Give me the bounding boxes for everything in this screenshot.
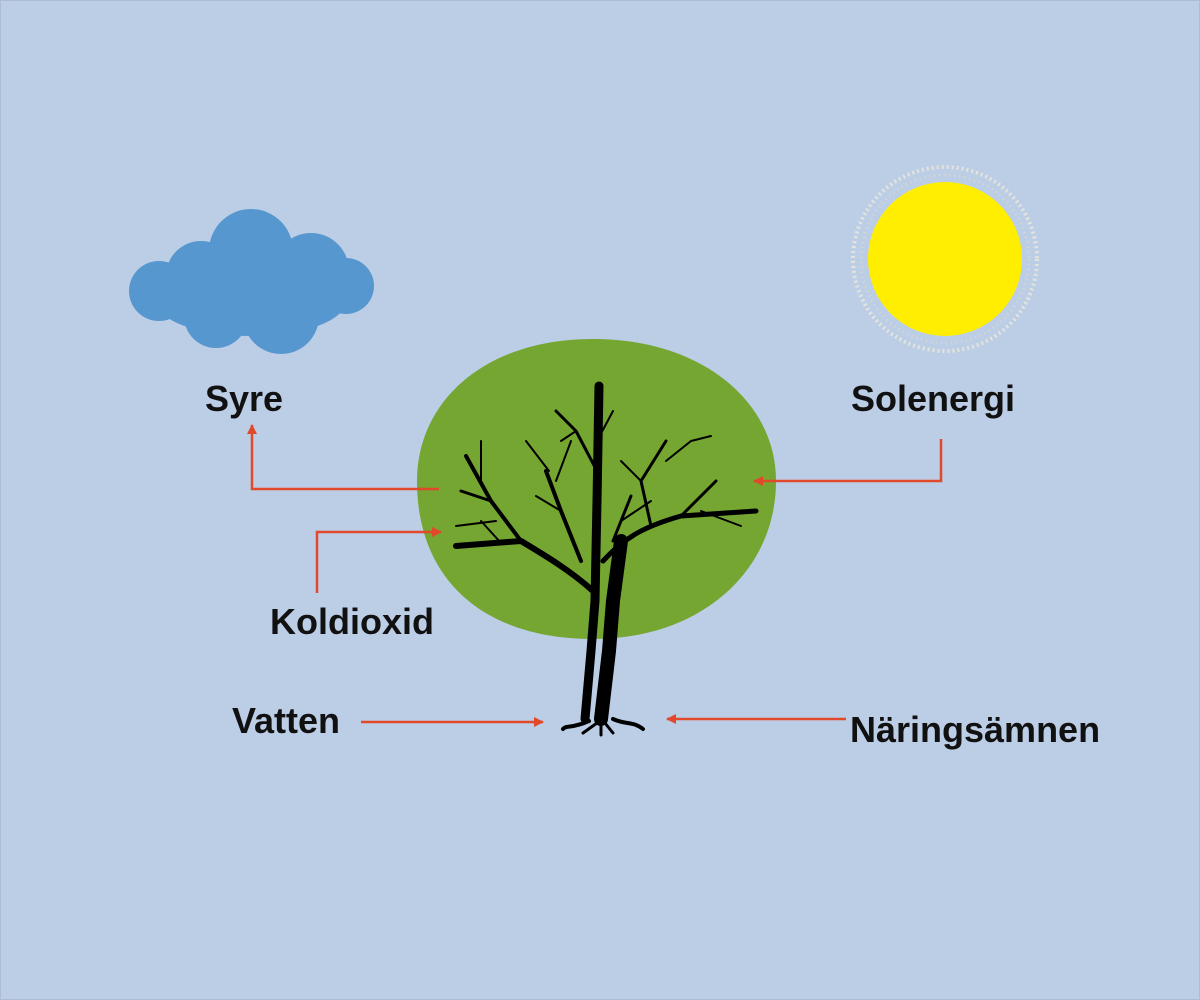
arrow-carbon-dioxide [315, 527, 442, 593]
sun-icon [851, 165, 1039, 353]
nutrients-label: Näringsämnen [850, 709, 1101, 750]
tree-icon [453, 381, 759, 737]
carbon-dioxide-label: Koldioxid [270, 601, 434, 642]
water-label: Vatten [232, 700, 341, 741]
arrow-oxygen [247, 424, 439, 491]
sun-energy-label: Solenergi [851, 378, 1016, 419]
arrow-sun-energy [753, 439, 943, 486]
oxygen-label: Syre [205, 378, 284, 419]
arrows [247, 424, 943, 727]
cloud-icon [129, 209, 374, 354]
